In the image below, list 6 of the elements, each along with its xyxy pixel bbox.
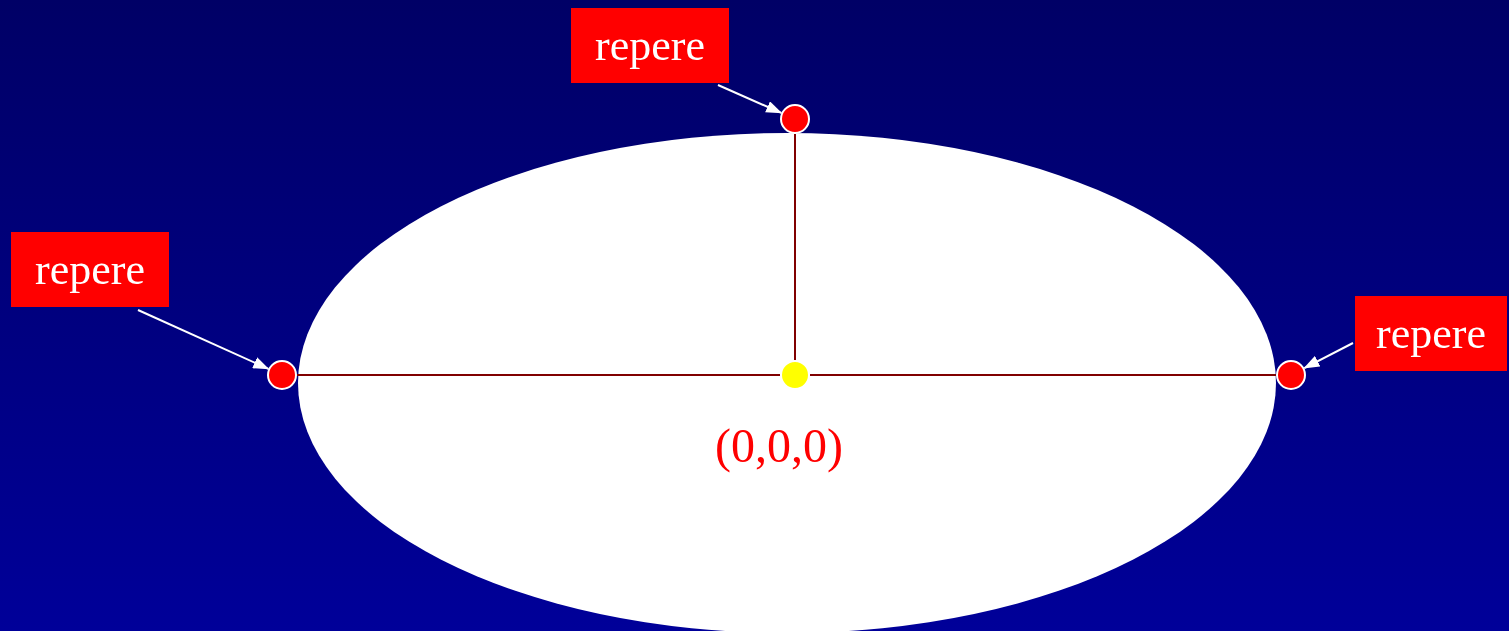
label-box: repere	[11, 232, 169, 307]
axis-line	[794, 133, 796, 361]
axis-line	[296, 374, 781, 376]
label-box: repere	[571, 8, 729, 83]
axis-line	[809, 374, 1277, 376]
label-box: repere	[1355, 296, 1507, 371]
